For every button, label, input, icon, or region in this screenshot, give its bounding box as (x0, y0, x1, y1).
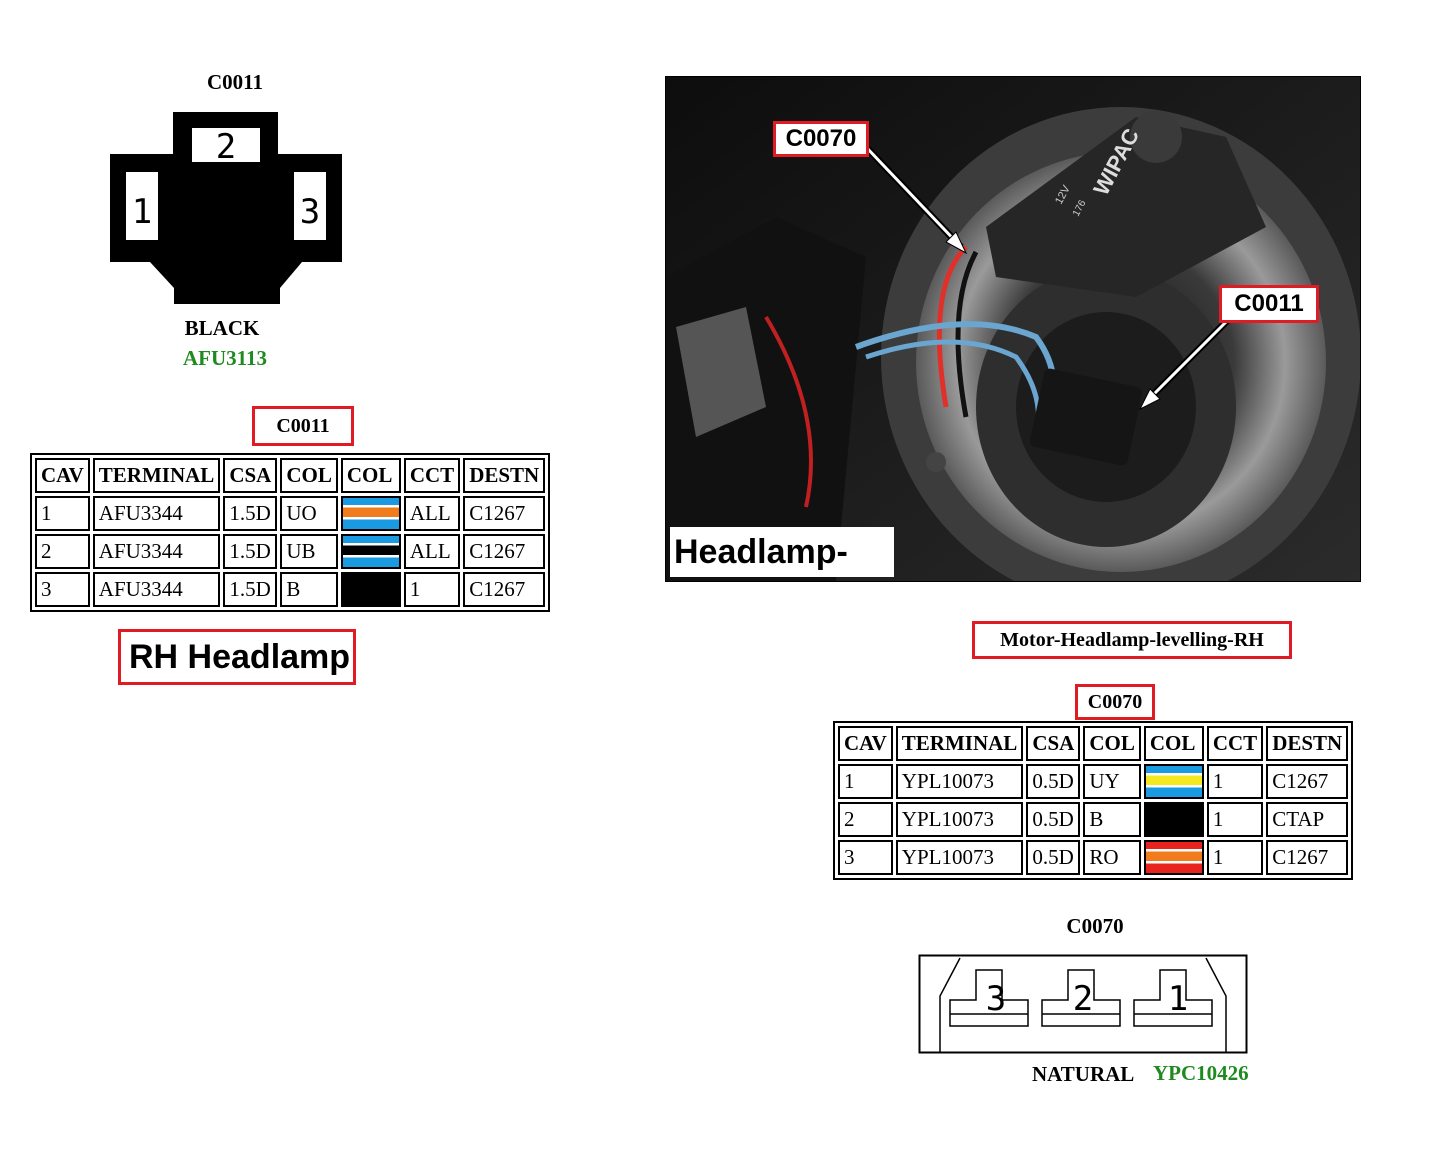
c0011-part-number: AFU3113 (183, 346, 267, 370)
c0011-callout: C0011 (1219, 285, 1319, 323)
c0070-table-title: C0070 (1075, 684, 1155, 720)
destn-cell: C1267 (1266, 764, 1349, 799)
csa-cell: 1.5D (223, 534, 278, 569)
csa-cell: 1.5D (223, 496, 278, 531)
terminal-cell: AFU3344 (92, 496, 221, 531)
col-colour-swatch-header: COL (1143, 726, 1204, 761)
terminal-cell: AFU3344 (92, 572, 221, 607)
col-cct-header: CCT (1206, 726, 1264, 761)
table-row: 2 YPL10073 0.5D B 1 CTAP (838, 802, 1349, 837)
col-cav-header: CAV (35, 458, 90, 493)
c0011-pin-3: 3 (300, 192, 320, 232)
col-terminal-header: TERMINAL (92, 458, 221, 493)
col-colour-code-header: COL (280, 458, 338, 493)
table-row: 1 YPL10073 0.5D UY 1 C1267 (838, 764, 1349, 799)
wire-colour-swatch (1143, 764, 1204, 799)
destn-cell: C1267 (463, 534, 546, 569)
cav-cell: 3 (838, 840, 893, 875)
c0070-callout: C0070 (773, 121, 869, 157)
headlamp-photo-illustration: WIPAC 12V 176 (666, 77, 1360, 581)
destn-cell: C1267 (1266, 840, 1349, 875)
c0011-pin-1: 1 (132, 192, 152, 232)
cct-cell: 1 (1206, 802, 1264, 837)
c0070-part-number: YPC10426 (1153, 1061, 1249, 1085)
headlamp-photo: WIPAC 12V 176 C0070 C0011 Headlamp-RH (665, 76, 1361, 582)
terminal-cell: YPL10073 (895, 802, 1024, 837)
c0070-connector-face: 3 2 1 (918, 954, 1248, 1054)
cav-cell: 2 (838, 802, 893, 837)
c0011-connector-title: C0011 (206, 70, 263, 94)
c0070-pin-2: 2 (1073, 979, 1093, 1019)
location-label: RH Headlamp (118, 629, 356, 685)
col-cav-header: CAV (838, 726, 893, 761)
terminal-cell: YPL10073 (895, 764, 1024, 799)
colour-code-cell: UY (1083, 764, 1141, 799)
c0070-pin-1: 1 (1168, 979, 1188, 1019)
col-colour-code-header: COL (1083, 726, 1141, 761)
cct-cell: ALL (403, 534, 461, 569)
cct-cell: 1 (1206, 764, 1264, 799)
csa-cell: 0.5D (1026, 764, 1081, 799)
destn-cell: C1267 (463, 572, 546, 607)
csa-cell: 0.5D (1026, 840, 1081, 875)
wire-colour-swatch (1143, 802, 1204, 837)
c0011-connector-face: 2 1 3 (110, 112, 342, 304)
destn-cell: C1267 (463, 496, 546, 531)
colour-code-cell: UB (280, 534, 338, 569)
col-csa-header: CSA (1026, 726, 1081, 761)
component-name-label: Motor-Headlamp-levelling-RH (972, 621, 1292, 659)
c0011-pin-2: 2 (216, 127, 236, 167)
terminal-cell: AFU3344 (92, 534, 221, 569)
terminal-cell: YPL10073 (895, 840, 1024, 875)
col-csa-header: CSA (223, 458, 278, 493)
c0011-table-title: C0011 (252, 406, 354, 446)
col-terminal-header: TERMINAL (895, 726, 1024, 761)
c0011-color-label: BLACK (184, 316, 260, 340)
c0011-wiring-table: CAV TERMINAL CSA COL COL CCT DESTN 1 AFU… (30, 453, 551, 612)
cav-cell: 1 (838, 764, 893, 799)
destn-cell: CTAP (1266, 802, 1349, 837)
colour-code-cell: B (1083, 802, 1141, 837)
table-row: 2 AFU3344 1.5D UB ALL C1267 (35, 534, 546, 569)
table-header-row: CAV TERMINAL CSA COL COL CCT DESTN (35, 458, 546, 493)
table-row: 3 YPL10073 0.5D RO 1 C1267 (838, 840, 1349, 875)
table-header-row: CAV TERMINAL CSA COL COL CCT DESTN (838, 726, 1349, 761)
colour-code-cell: RO (1083, 840, 1141, 875)
colour-code-cell: B (280, 572, 338, 607)
wire-colour-swatch (340, 572, 401, 607)
wire-colour-swatch (340, 534, 401, 569)
c0070-pin-3: 3 (986, 979, 1006, 1019)
cct-cell: 1 (403, 572, 461, 607)
col-cct-header: CCT (403, 458, 461, 493)
wire-colour-swatch (1143, 840, 1204, 875)
wire-colour-swatch (340, 496, 401, 531)
c0070-color-label: NATURAL (1032, 1062, 1135, 1086)
csa-cell: 0.5D (1026, 802, 1081, 837)
cct-cell: ALL (403, 496, 461, 531)
photo-caption: Headlamp-RH (670, 527, 894, 577)
cav-cell: 3 (35, 572, 90, 607)
col-destn-header: DESTN (463, 458, 546, 493)
csa-cell: 1.5D (223, 572, 278, 607)
cav-cell: 1 (35, 496, 90, 531)
col-destn-header: DESTN (1266, 726, 1349, 761)
col-colour-swatch-header: COL (340, 458, 401, 493)
table-row: 3 AFU3344 1.5D B 1 C1267 (35, 572, 546, 607)
table-row: 1 AFU3344 1.5D UO ALL C1267 (35, 496, 546, 531)
c0070-connector-title: C0070 (1066, 914, 1124, 938)
cct-cell: 1 (1206, 840, 1264, 875)
c0070-wiring-table: CAV TERMINAL CSA COL COL CCT DESTN 1 YPL… (833, 721, 1354, 880)
colour-code-cell: UO (280, 496, 338, 531)
cav-cell: 2 (35, 534, 90, 569)
